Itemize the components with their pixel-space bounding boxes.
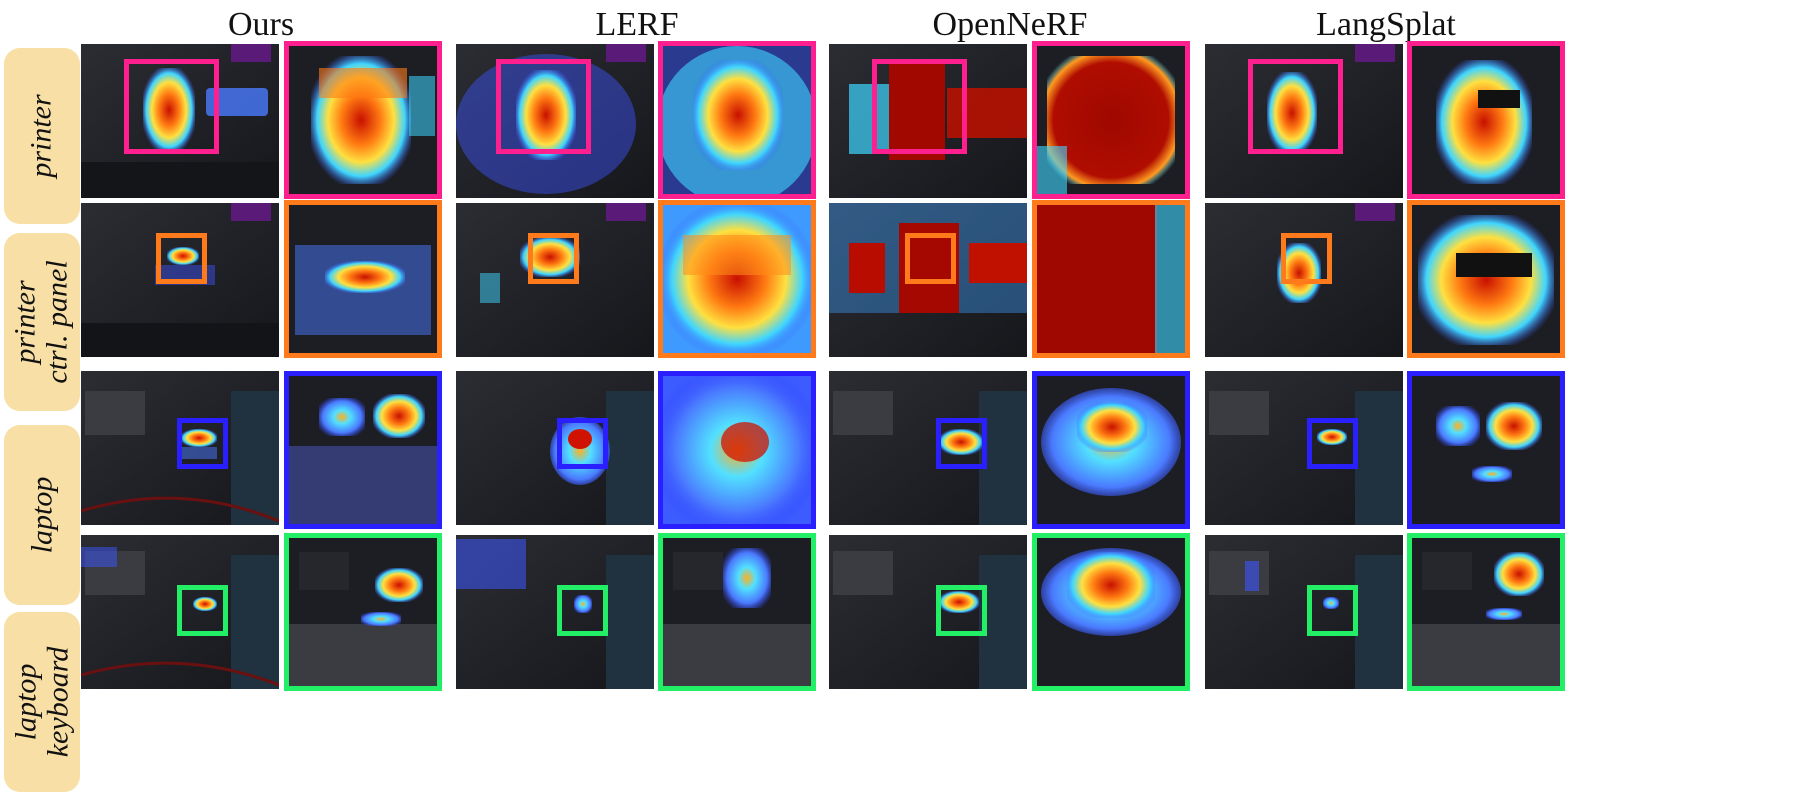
- zoom-langsplat-laptop: [1407, 371, 1565, 529]
- row-label-laptop-keyboard: laptop keyboard: [4, 612, 80, 792]
- scene-ours-printer: [81, 44, 279, 198]
- bbox-ours-printer-ctrl-panel: [156, 233, 207, 284]
- column-header-langsplat: LangSplat: [1316, 6, 1456, 43]
- bbox-openerf-laptop: [936, 418, 987, 469]
- scene-langsplat-printer: [1205, 44, 1403, 198]
- bbox-lerf-laptop: [557, 418, 608, 469]
- zoom-lerf-laptop: [658, 371, 816, 529]
- scene-openerf-laptop-keyboard: [829, 535, 1027, 689]
- bbox-ours-printer: [124, 59, 219, 154]
- bbox-langsplat-printer: [1248, 59, 1343, 154]
- row-label-printer-line-1: printer: [25, 94, 58, 178]
- zoom-langsplat-printer: [1407, 41, 1565, 199]
- row-label-laptop-keyboard-line-2: keyboard: [41, 646, 75, 758]
- bbox-langsplat-printer-ctrl-panel: [1281, 233, 1332, 284]
- zoom-openerf-laptop: [1032, 371, 1190, 529]
- zoom-lerf-printer: [658, 41, 816, 199]
- scene-openerf-laptop: [829, 371, 1027, 525]
- zoom-ours-printer: [284, 41, 442, 199]
- row-label-laptop-line-1: laptop: [25, 476, 59, 554]
- row-label-printer-ctrl-panel: printer ctrl. panel: [4, 233, 80, 411]
- bbox-ours-laptop-keyboard: [177, 585, 228, 636]
- zoom-openerf-printer: [1032, 41, 1190, 199]
- bbox-openerf-laptop-keyboard: [936, 585, 987, 636]
- scene-lerf-laptop-keyboard: [456, 535, 654, 689]
- column-header-lerf: LERF: [595, 6, 679, 43]
- zoom-ours-laptop: [284, 371, 442, 529]
- bbox-openerf-printer: [872, 59, 967, 154]
- scene-langsplat-laptop: [1205, 371, 1403, 525]
- row-label-printer-ctrl-panel-line-2: ctrl. panel: [41, 260, 74, 384]
- zoom-ours-laptop-keyboard: [284, 533, 442, 691]
- scene-lerf-laptop: [456, 371, 654, 525]
- scene-lerf-printer: [456, 44, 654, 198]
- bbox-lerf-printer-ctrl-panel: [528, 233, 579, 284]
- zoom-openerf-printer-ctrl-panel: [1032, 200, 1190, 358]
- zoom-lerf-laptop-keyboard: [658, 533, 816, 691]
- scene-openerf-printer: [829, 44, 1027, 198]
- row-label-printer: printer: [4, 48, 80, 224]
- row-label-laptop: laptop: [4, 425, 80, 605]
- zoom-langsplat-printer-ctrl-panel: [1407, 200, 1565, 358]
- column-header-openerf: OpenNeRF: [932, 6, 1088, 43]
- zoom-ours-printer-ctrl-panel: [284, 200, 442, 358]
- column-header-ours: Ours: [227, 6, 295, 43]
- bbox-lerf-laptop-keyboard: [557, 585, 608, 636]
- bbox-ours-laptop: [177, 418, 228, 469]
- bbox-langsplat-laptop: [1307, 418, 1358, 469]
- scene-langsplat-laptop-keyboard: [1205, 535, 1403, 689]
- zoom-lerf-printer-ctrl-panel: [658, 200, 816, 358]
- bbox-openerf-printer-ctrl-panel: [905, 233, 956, 284]
- row-label-printer-ctrl-panel-line-1: printer: [9, 280, 42, 364]
- row-label-laptop-keyboard-line-1: laptop: [9, 663, 43, 741]
- zoom-openerf-laptop-keyboard: [1032, 533, 1190, 691]
- bbox-lerf-printer: [496, 59, 591, 154]
- zoom-langsplat-laptop-keyboard: [1407, 533, 1565, 691]
- scene-ours-laptop-keyboard: [81, 535, 279, 689]
- bbox-langsplat-laptop-keyboard: [1307, 585, 1358, 636]
